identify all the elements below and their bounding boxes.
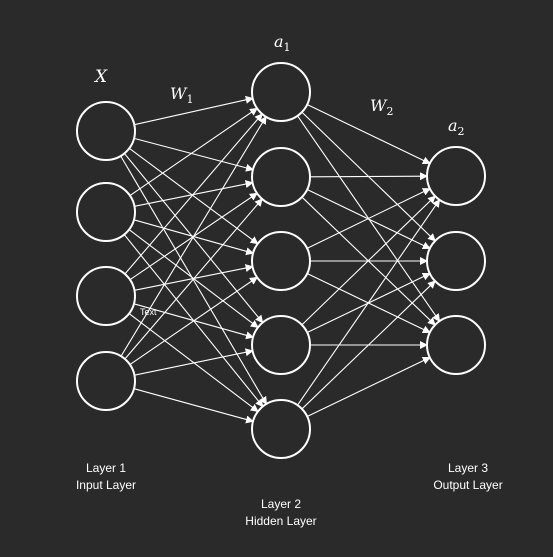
edge-input-4-to-hidden-5: [133, 388, 254, 424]
output-node-1: [426, 146, 486, 206]
edge-input-1-to-hidden-3: [128, 147, 259, 245]
edge-input-3-to-hidden-1: [124, 113, 263, 275]
output-layer-caption-line1: Layer 3: [448, 461, 488, 475]
hidden-node-3: [251, 231, 311, 291]
output-node-3: [426, 315, 486, 375]
input-node-4: [76, 351, 136, 411]
input-layer-caption-line2: Input Layer: [76, 478, 136, 492]
input-layer-caption-line1: Layer 1: [86, 461, 126, 475]
edge-hidden-1-to-output-1: [306, 104, 431, 165]
edge-input-1-to-hidden-2: [133, 137, 254, 172]
edge-input-1-to-hidden-1: [134, 95, 254, 126]
hidden-activation-label: a1: [274, 32, 291, 54]
input-node-2: [76, 182, 136, 242]
output-node-2: [426, 231, 486, 291]
edge-hidden-5-to-output-2: [301, 280, 436, 410]
weights-1-label: W1: [170, 84, 193, 106]
edge-input-4-to-hidden-1: [120, 115, 267, 357]
weights-2-label: W2: [370, 96, 393, 118]
output-layer-caption-line2: Output Layer: [433, 478, 502, 492]
edge-hidden-5-to-output-3: [306, 356, 431, 417]
edge-input-4-to-hidden-3: [129, 276, 258, 366]
hidden-node-1: [251, 62, 311, 122]
hidden-layer-caption-line1: Layer 2: [261, 497, 301, 511]
output-layer-nodes: [426, 146, 486, 375]
stray-text-label: Text: [140, 307, 157, 317]
hidden-node-4: [251, 315, 311, 375]
edge-input-1-to-hidden-4: [123, 153, 264, 324]
hidden-node-2: [251, 147, 311, 207]
edge-input-4-to-hidden-2: [124, 198, 263, 360]
hidden-layer-nodes: [251, 62, 311, 459]
edge-input-1-to-hidden-5: [120, 155, 267, 405]
edge-hidden-2-to-output-1: [309, 172, 429, 181]
input-node-3: [76, 266, 136, 326]
edge-hidden-5-to-output-1: [297, 199, 441, 406]
edge-input-2-to-hidden-1: [129, 107, 258, 197]
edge-hidden-4-to-output-1: [301, 195, 436, 326]
input-layer-nodes: [76, 101, 136, 411]
input-node-1: [76, 101, 136, 161]
hidden-layer-caption-line2: Hidden Layer: [245, 514, 316, 528]
hidden-to-output-connections: [297, 104, 441, 417]
hidden-node-5: [251, 399, 311, 459]
edge-hidden-3-to-output-1: [306, 188, 431, 249]
input-to-hidden-connections: [120, 95, 267, 424]
output-activation-label: a2: [448, 116, 465, 138]
edge-input-4-to-hidden-4: [134, 348, 254, 376]
input-variable-label: X: [93, 67, 108, 87]
